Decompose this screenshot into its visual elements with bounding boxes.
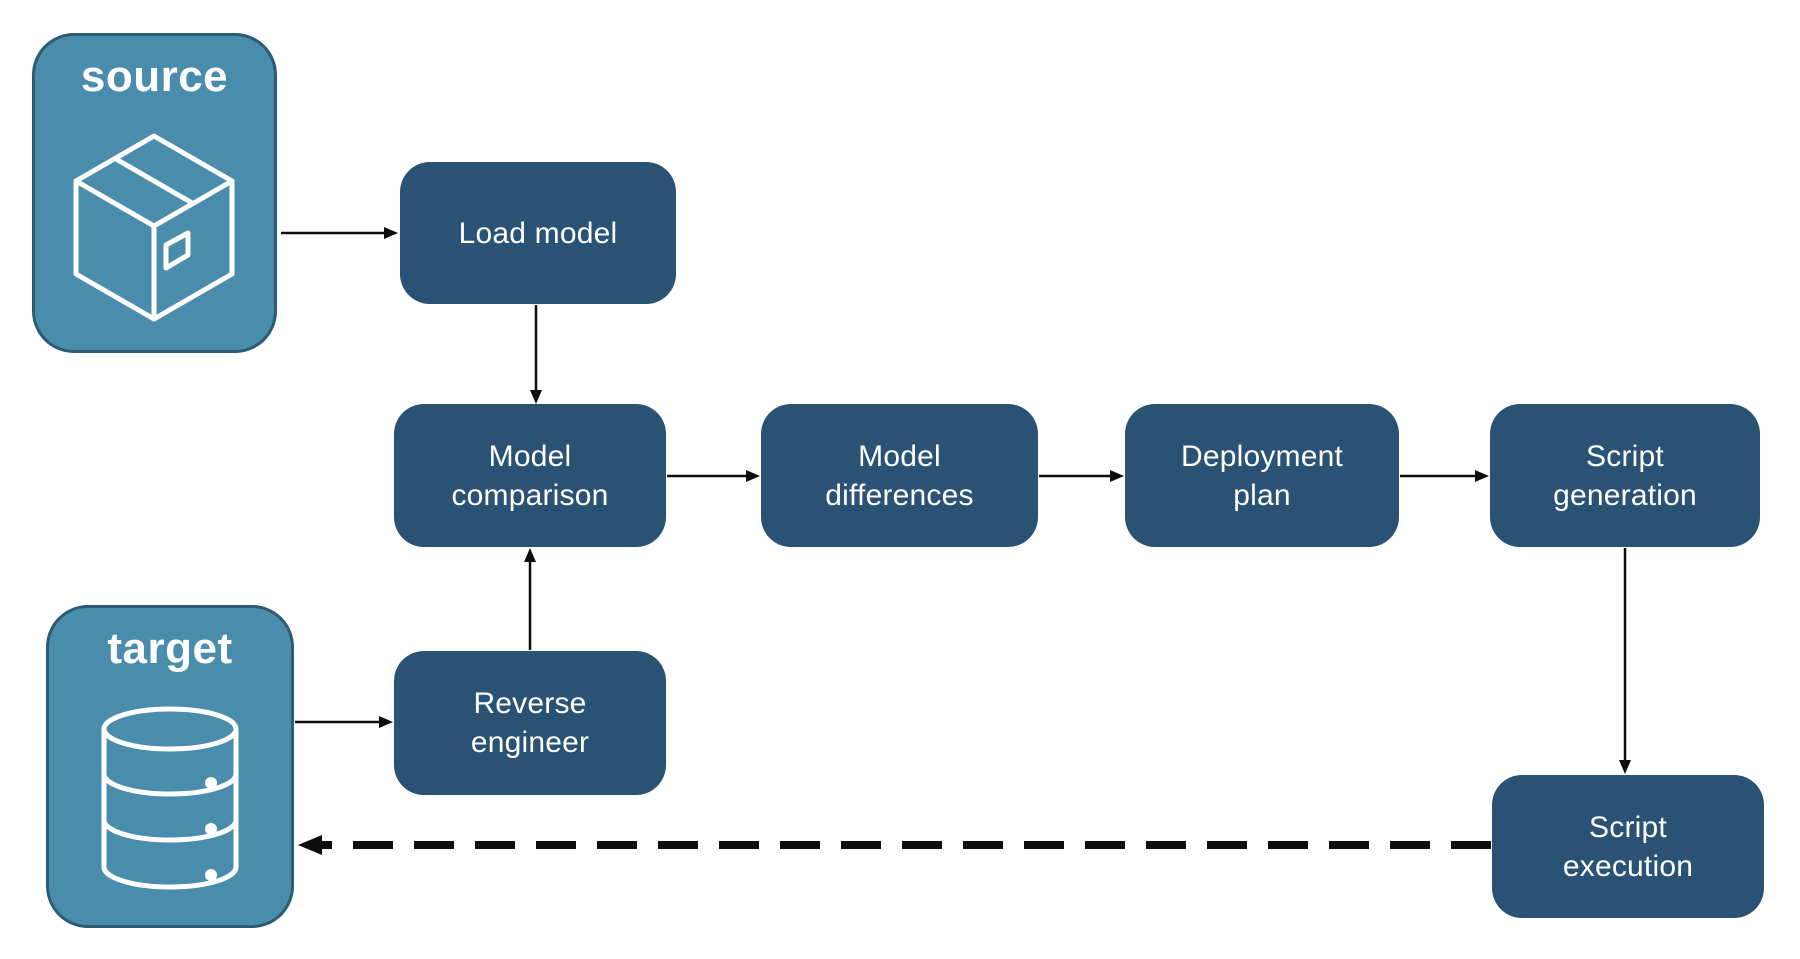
source-label: source: [80, 52, 229, 101]
node-model-differences: Model differences: [761, 404, 1038, 547]
node-deployment-plan: Deployment plan: [1125, 404, 1399, 547]
node-label: Model: [488, 439, 572, 473]
node-label: generation: [1553, 478, 1697, 512]
node-label: differences: [825, 478, 974, 512]
node-label: Script: [1589, 810, 1667, 844]
package-icon: [67, 130, 242, 325]
node-script-execution: Script execution: [1492, 775, 1764, 918]
node-label: Script: [1586, 439, 1664, 473]
node-label: Model: [858, 439, 941, 473]
node-label: engineer: [470, 726, 590, 759]
node-script-generation: Script generation: [1490, 404, 1760, 547]
node-label: Deployment: [1180, 439, 1344, 473]
node-load-model: Load model: [400, 162, 676, 304]
endpoint-source: source: [32, 33, 277, 353]
node-model-comparison: Model comparison: [394, 404, 666, 547]
endpoint-target: target: [46, 605, 294, 928]
node-label: execution: [1562, 849, 1694, 883]
node-label: Reverse: [473, 687, 587, 720]
database-icon: [93, 702, 248, 897]
node-label: comparison: [451, 478, 609, 512]
node-label: Load model: [458, 216, 618, 250]
target-label: target: [107, 624, 233, 673]
node-reverse-engineer: Reverse engineer: [394, 651, 666, 795]
node-label: plan: [1233, 478, 1291, 512]
